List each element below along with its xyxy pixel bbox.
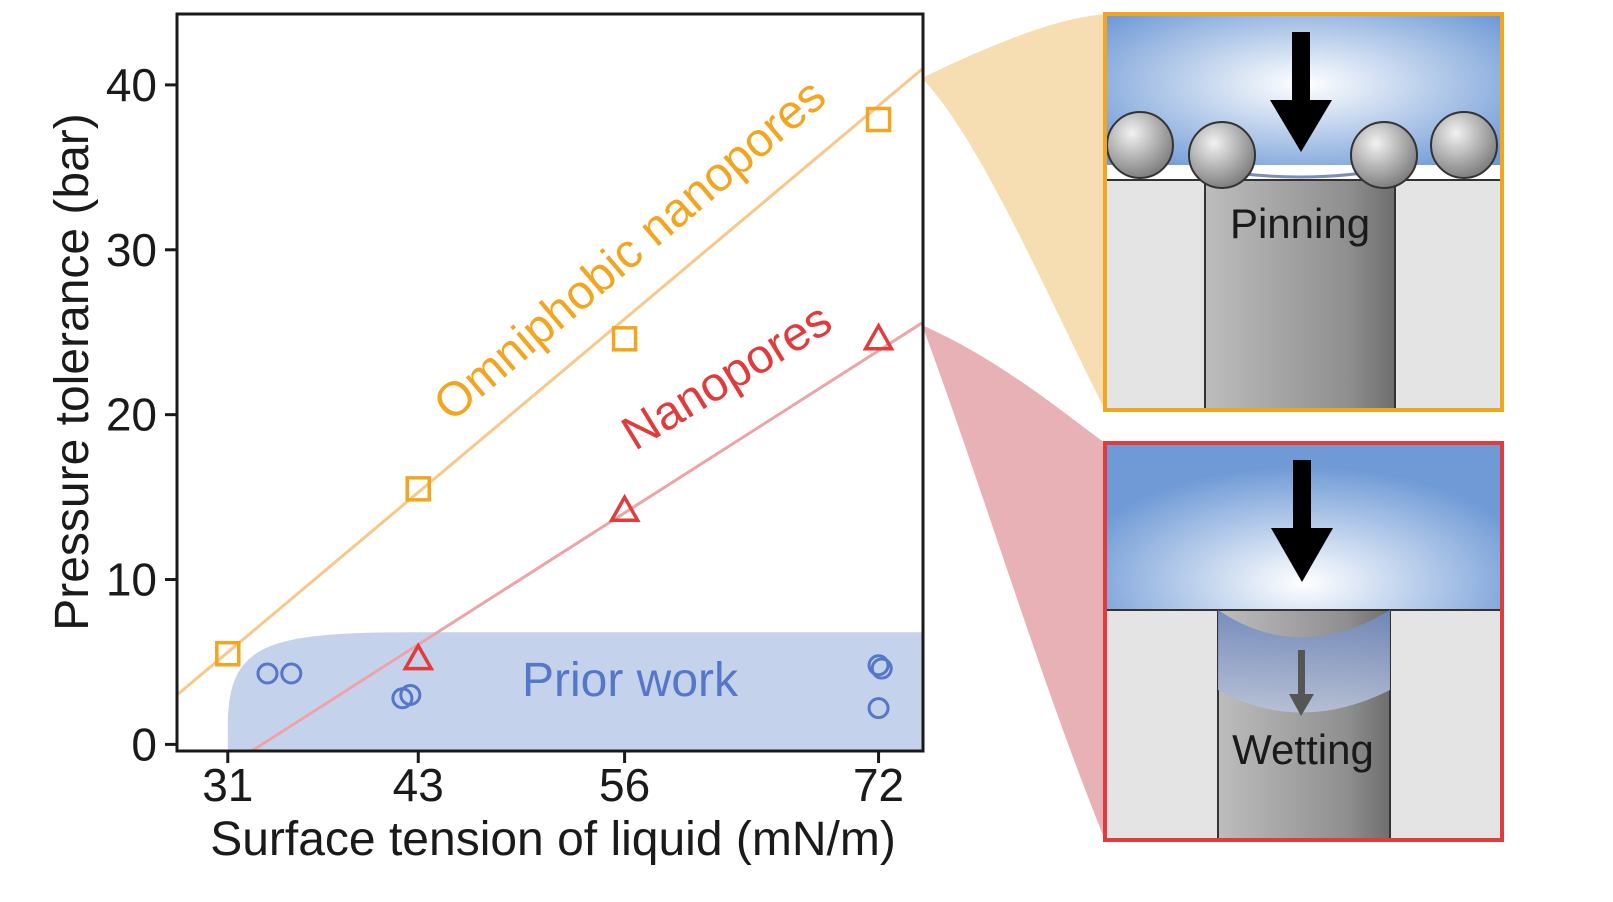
circle-marker-2-5 — [870, 657, 893, 680]
small-down-arrow-icon — [1289, 650, 1314, 716]
nanopores-fit-line — [250, 321, 924, 753]
triangle-marker-1-1 — [608, 493, 641, 523]
nanopores-callout — [922, 325, 1105, 840]
prior-work-label: Prior work — [522, 654, 739, 707]
circle-marker-2-6 — [867, 697, 890, 720]
square-marker-0-2 — [611, 326, 638, 352]
prior-work-region — [227, 632, 923, 751]
wetting-panel: Wetting — [1103, 441, 1504, 842]
wetting-panel-frame — [1103, 441, 1504, 842]
down-arrow-icon — [1270, 32, 1332, 152]
square-marker-0-3 — [865, 106, 892, 133]
square-marker-0-0 — [215, 640, 241, 667]
x-tick-label-0: 31 — [202, 759, 253, 811]
y-tick-label-3: 30 — [106, 224, 157, 276]
down-arrow-icon — [1271, 460, 1333, 582]
nanopores-series-label: Nanopores — [613, 293, 841, 461]
circle-marker-2-4 — [867, 654, 890, 677]
triangle-marker-1-0 — [402, 642, 435, 671]
circle-marker-2-1 — [280, 662, 303, 685]
pinning-panel: Pinning — [1103, 12, 1504, 412]
square-marker-0-1 — [405, 476, 432, 502]
data-marks — [215, 106, 895, 720]
y-tick-label-2: 20 — [106, 389, 157, 441]
y-tick-label-1: 10 — [106, 554, 157, 606]
x-axis-title: Surface tension of liquid (mN/m) — [210, 813, 896, 866]
pinning-label: Pinning — [1230, 200, 1370, 247]
circle-marker-2-3 — [399, 683, 422, 706]
y-tick-label-4: 40 — [106, 59, 157, 111]
callouts — [922, 14, 1105, 840]
y-axis-title: Pressure tolerance (bar) — [46, 113, 99, 631]
omniphobic-callout — [922, 14, 1105, 410]
plot-frame — [175, 12, 925, 753]
y-tick-label-0: 0 — [131, 718, 157, 770]
x-tick-label-3: 72 — [853, 759, 904, 811]
x-tick-label-2: 56 — [599, 759, 650, 811]
omniphobic-fit-line — [176, 67, 924, 697]
triangle-marker-1-2 — [862, 322, 895, 351]
x-tick-label-1: 43 — [393, 759, 444, 811]
circle-marker-2-0 — [256, 662, 279, 685]
wetting-label: Wetting — [1232, 726, 1374, 773]
axis-ticks: 31 43 56 72 0 10 20 30 40 — [106, 59, 904, 811]
pinning-panel-frame — [1103, 12, 1504, 412]
